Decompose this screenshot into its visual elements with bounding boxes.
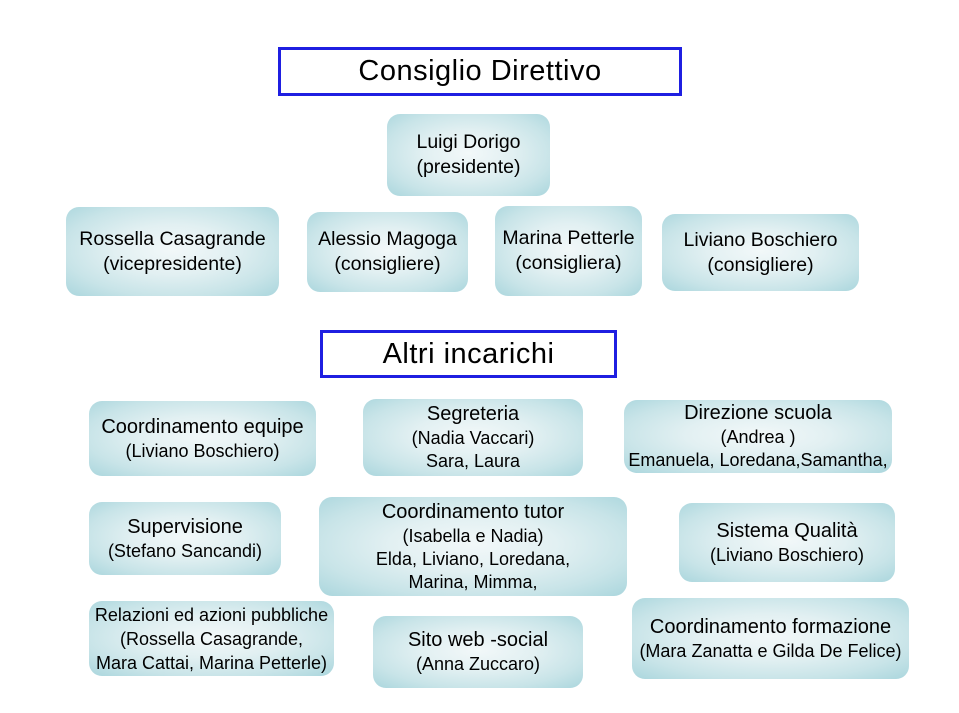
role-holder: (Andrea ) bbox=[720, 427, 796, 447]
role-members: Emanuela, Loredana,Samantha, bbox=[628, 450, 888, 470]
person-name: Liviano Boschiero bbox=[683, 228, 838, 251]
role-title: Sistema Qualità bbox=[716, 519, 858, 542]
section-title-consiglio-direttivo: Consiglio Direttivo bbox=[278, 47, 682, 96]
box-coordinamento-formazione: Coordinamento formazione (Mara Zanatta e… bbox=[632, 598, 909, 679]
box-vicepresidente: Rossella Casagrande (vicepresidente) bbox=[66, 207, 279, 296]
role-title: Segreteria bbox=[426, 403, 520, 425]
section-title-text: Consiglio Direttivo bbox=[358, 55, 602, 87]
box-presidente: Luigi Dorigo (presidente) bbox=[387, 114, 550, 196]
person-name: Luigi Dorigo bbox=[416, 131, 521, 153]
box-sito-web-social: Sito web -social (Anna Zuccaro) bbox=[373, 616, 583, 688]
box-sistema-qualita: Sistema Qualità (Liviano Boschiero) bbox=[679, 503, 895, 582]
person-name: Marina Petterle bbox=[502, 227, 635, 249]
role-holder: (Anna Zuccaro) bbox=[415, 654, 541, 674]
box-consigliera-marina: Marina Petterle (consigliera) bbox=[495, 206, 642, 296]
role-holder: (Liviano Boschiero) bbox=[709, 544, 865, 565]
role-members: Elda, Liviano, Loredana, bbox=[375, 548, 571, 569]
box-segreteria: Segreteria (Nadia Vaccari) Sara, Laura bbox=[363, 399, 583, 476]
role-title: Supervisione bbox=[127, 515, 243, 538]
box-consigliere-alessio: Alessio Magoga (consigliere) bbox=[307, 212, 468, 292]
section-title-text: Altri incarichi bbox=[382, 337, 555, 370]
role-members: Marina, Mimma, bbox=[408, 571, 538, 592]
role-title: Coordinamento tutor bbox=[381, 500, 565, 523]
box-coordinamento-tutor: Coordinamento tutor (Isabella e Nadia) E… bbox=[319, 497, 627, 596]
role-title: Relazioni ed azioni pubbliche bbox=[94, 604, 329, 625]
person-name: Rossella Casagrande bbox=[79, 227, 266, 250]
role-holder: (Isabella e Nadia) bbox=[402, 525, 544, 546]
role-holder: (Stefano Sancandi) bbox=[107, 540, 263, 561]
box-coordinamento-equipe: Coordinamento equipe (Liviano Boschiero) bbox=[89, 401, 316, 476]
role-members: Sara, Laura bbox=[425, 451, 521, 471]
person-role: (consigliere) bbox=[707, 253, 814, 276]
role-title: Coordinamento equipe bbox=[101, 415, 304, 438]
box-relazioni-pubbliche: Relazioni ed azioni pubbliche (Rossella … bbox=[89, 601, 334, 676]
person-role: (presidente) bbox=[416, 156, 521, 178]
role-members: Mara Cattai, Marina Petterle) bbox=[95, 652, 328, 673]
role-holder: (Liviano Boschiero) bbox=[125, 440, 280, 461]
section-title-altri-incarichi: Altri incarichi bbox=[320, 330, 617, 378]
role-title: Coordinamento formazione bbox=[649, 615, 892, 638]
person-name: Alessio Magoga bbox=[318, 228, 457, 250]
role-holder: (Rossella Casagrande, bbox=[119, 628, 304, 649]
person-role: (consigliere) bbox=[334, 253, 441, 275]
role-title: Direzione scuola bbox=[684, 402, 832, 424]
role-holder: (Mara Zanatta e Gilda De Felice) bbox=[639, 640, 902, 661]
role-title: Sito web -social bbox=[407, 629, 549, 651]
person-role: (consigliera) bbox=[515, 252, 622, 274]
person-role: (vicepresidente) bbox=[103, 252, 242, 275]
box-consigliere-liviano: Liviano Boschiero (consigliere) bbox=[662, 214, 859, 291]
box-supervisione: Supervisione (Stefano Sancandi) bbox=[89, 502, 281, 575]
role-holder: (Nadia Vaccari) bbox=[411, 428, 535, 448]
box-direzione-scuola: Direzione scuola (Andrea ) Emanuela, Lor… bbox=[624, 400, 892, 473]
